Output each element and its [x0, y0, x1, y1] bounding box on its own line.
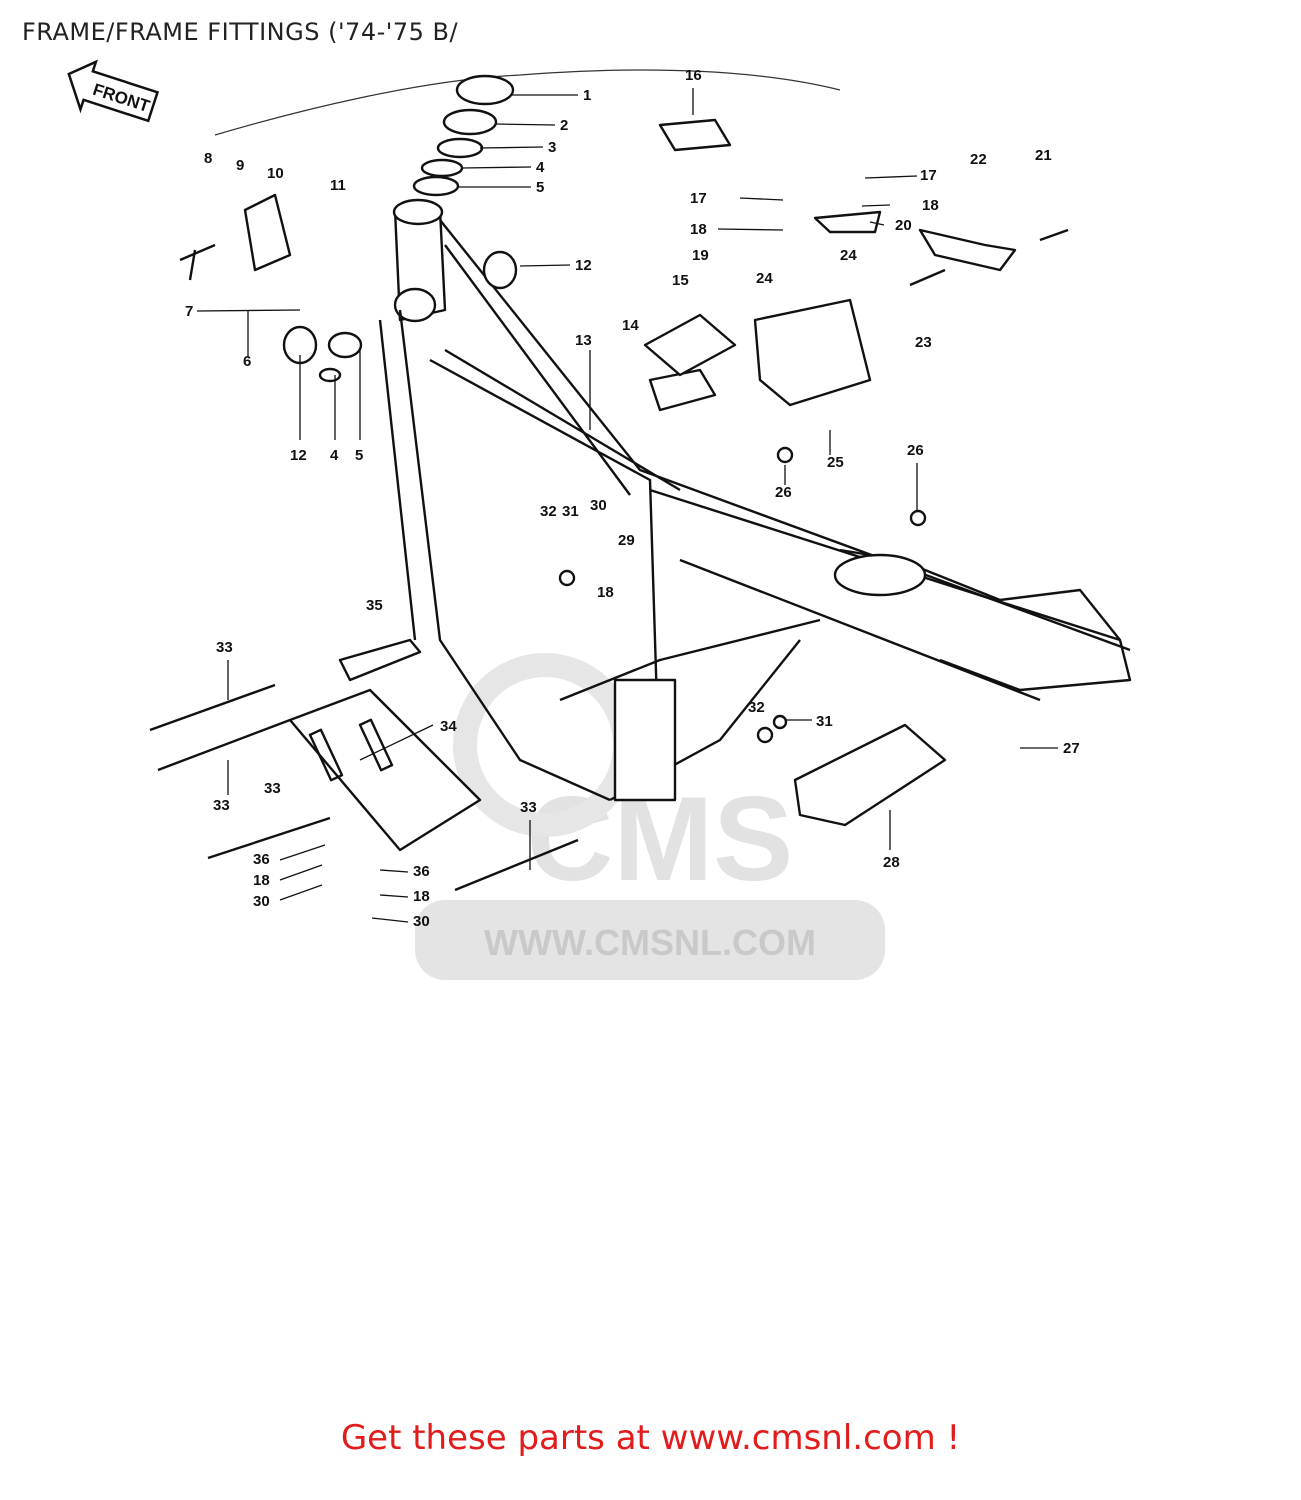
callout-label: 27	[1063, 740, 1080, 757]
callout-label: 10	[267, 165, 284, 182]
callout-label: 31	[562, 503, 579, 520]
callout-label: 20	[895, 217, 912, 234]
parts-diagram: WWW.CMSNL.COM CMS FRONT	[67, 59, 1132, 980]
watermark-url: WWW.CMSNL.COM	[484, 922, 816, 963]
callout-label: 19	[692, 247, 709, 264]
callout-label: 18	[413, 888, 430, 905]
callout-label: 16	[685, 67, 702, 84]
callout-label: 2	[560, 117, 568, 134]
callout-label: 33	[216, 639, 233, 656]
callout-label: 30	[413, 913, 430, 930]
callout-label: 15	[672, 272, 689, 289]
callout-label: 28	[883, 854, 900, 871]
callout-label: 31	[816, 713, 833, 730]
frame-assembly	[149, 74, 1132, 892]
callout-label: 33	[264, 780, 281, 797]
callout-label: 33	[520, 799, 537, 816]
callout-label: 1	[583, 87, 591, 104]
leader-lines	[196, 88, 1058, 923]
callout-label: 5	[536, 179, 544, 196]
callout-label: 7	[185, 303, 193, 320]
get-parts-link[interactable]: Get these parts at www.cmsnl.com !	[340, 1418, 961, 1458]
callout-label: 34	[440, 718, 457, 735]
callout-label: 21	[1035, 147, 1052, 164]
callout-label: 13	[575, 332, 592, 349]
callout-label: 18	[597, 584, 614, 601]
callout-label: 5	[355, 447, 363, 464]
callout-label: 22	[970, 151, 987, 168]
callout-label: 24	[756, 270, 773, 287]
callout-label: 17	[690, 190, 707, 207]
callout-label: 8	[204, 150, 212, 167]
callout-label: 23	[915, 334, 932, 351]
callout-label: 12	[290, 447, 307, 464]
callout-label: 14	[622, 317, 639, 334]
callout-label: 29	[618, 532, 635, 549]
page-title: FRAME/FRAME FITTINGS ('74-'75 B/	[22, 18, 459, 46]
callout-label: 17	[920, 167, 937, 184]
callout-label: 24	[840, 247, 857, 264]
callout-label: 36	[253, 851, 270, 868]
callout-label: 3	[548, 139, 556, 156]
callout-label: 25	[827, 454, 844, 471]
callout-label: 33	[213, 797, 230, 814]
callout-label: 18	[922, 197, 939, 214]
callout-label: 6	[243, 353, 251, 370]
front-arrow: FRONT	[67, 59, 160, 123]
callout-label: 18	[253, 872, 270, 889]
callout-label: 26	[775, 484, 792, 501]
callout-label: 4	[330, 447, 339, 464]
callout-label: 18	[690, 221, 707, 238]
callout-label: 11	[330, 177, 346, 194]
callout-label: 26	[907, 442, 924, 459]
callout-label: 4	[536, 159, 545, 176]
callout-label: 32	[540, 503, 557, 520]
callout-label: 12	[575, 257, 592, 274]
callout-label: 9	[236, 157, 244, 174]
callout-label: 35	[366, 597, 383, 614]
callout-label: 36	[413, 863, 430, 880]
callout-label: 32	[748, 699, 765, 716]
callout-label: 30	[590, 497, 607, 514]
callout-label: 30	[253, 893, 270, 910]
callout-labels: 1 2 3 4 5 16 8 9 10 11 17 22 21 17 18 20…	[185, 67, 1080, 930]
